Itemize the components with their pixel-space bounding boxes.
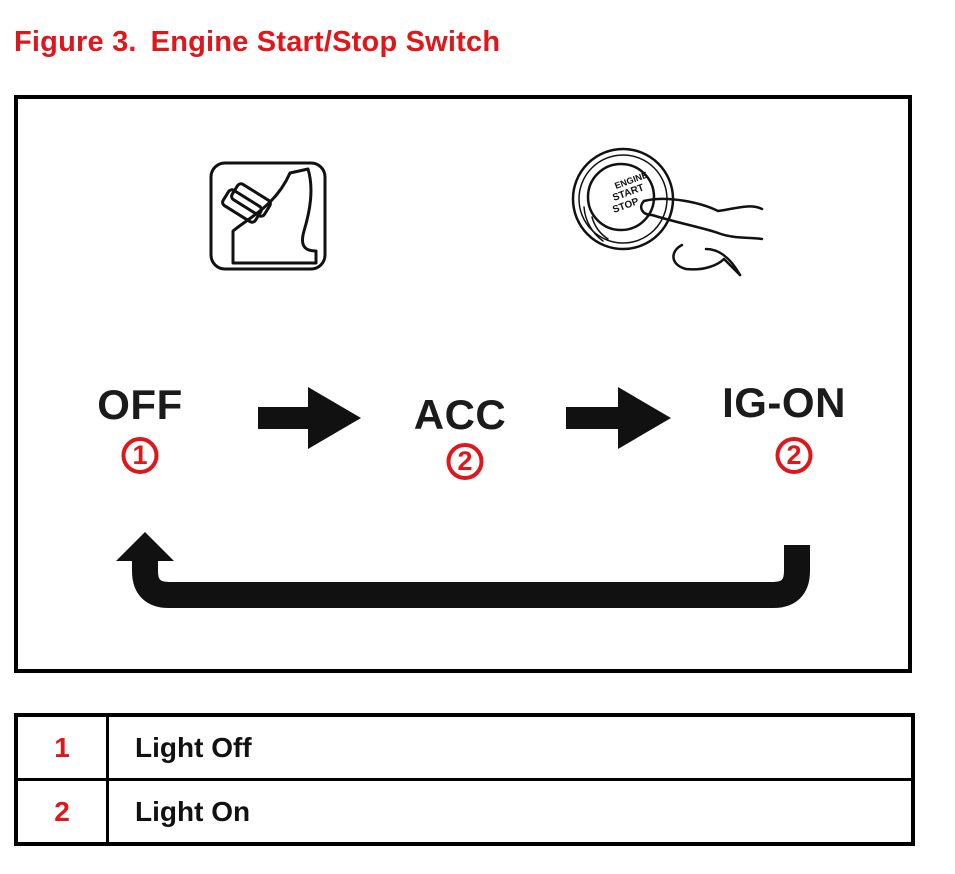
brake-pedal-icon [209,161,327,271]
state-off-badge: 1 [121,437,159,474]
button-icon-face [586,162,656,232]
hand-palm [704,247,742,277]
state-acc-label: ACC [413,391,507,438]
arrow-off-to-acc [258,387,361,449]
hand-finger-top [642,197,764,213]
legend-row: 1 Light Off [14,713,915,781]
legend-number: 2 [14,778,109,846]
legend-row: 2 Light On [14,778,915,846]
hand-finger-bottom [640,199,764,241]
state-acc-badge: 2 [446,443,484,480]
state-off-label: OFF [97,381,183,428]
button-icon-glow-left [583,206,604,242]
hand-thumb [672,243,742,277]
pedal-icon-frame [209,161,327,271]
pedal-icon-pedal-back [230,182,272,218]
state-ign-label: IG-ON [722,379,846,426]
figure-title-text: Engine Start/Stop Switch [150,26,501,58]
figure-title: Figure 3. Engine Start/Stop Switch [14,26,500,59]
return-arrow [116,532,810,608]
diagram-frame: ENGINE START STOP OFF 1 ACC 2 IG-ON 2 [14,95,912,673]
button-icon-glow-inner [591,216,609,240]
legend-table: 1 Light Off 2 Light On [14,713,915,846]
figure-label: Figure 3. [14,26,137,58]
return-arrow-head [116,532,174,561]
legend-description: Light On [106,778,915,846]
return-arrow-shaft [132,545,810,608]
legend-number: 1 [14,713,109,781]
legend-description: Light Off [106,713,915,781]
arrow-acc-to-ign [566,387,671,449]
pedal-icon-foot [231,167,318,265]
diagram-drawing: ENGINE START STOP [116,147,810,608]
push-start-button-icon: ENGINE START STOP [571,147,764,277]
state-ign-badge: 2 [775,437,813,474]
